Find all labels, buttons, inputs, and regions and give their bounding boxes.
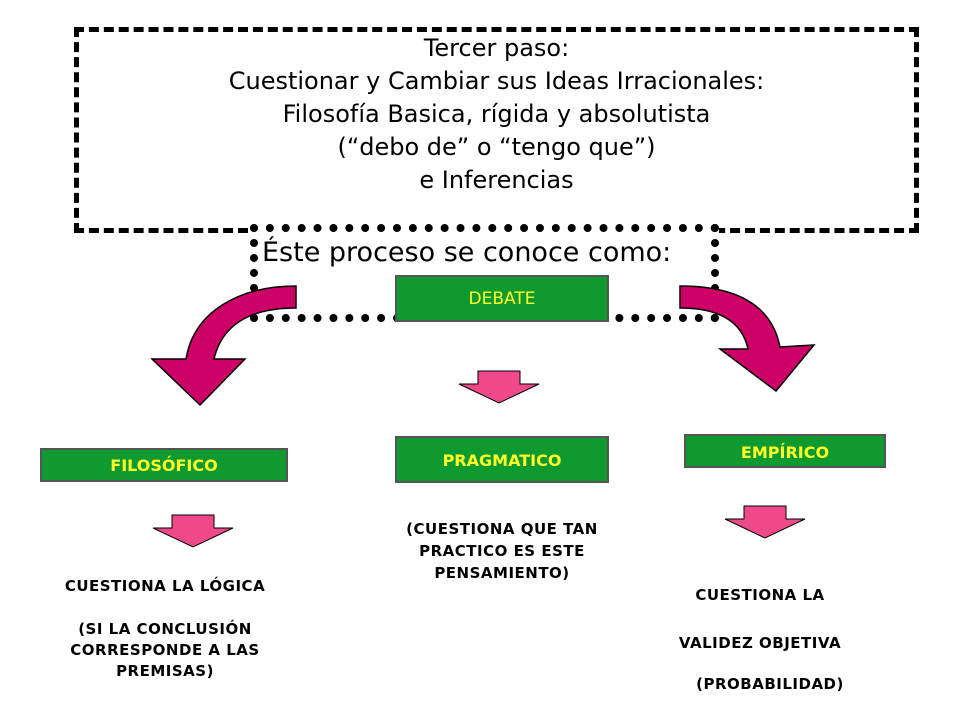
- filosofico-desc-line-1: CUESTIONA LA LÓGICA: [64, 577, 266, 595]
- header-text: Tercer paso: Cuestionar y Cambiar sus Id…: [74, 32, 919, 197]
- header-line-1: Tercer paso:: [423, 34, 570, 62]
- filosofico-desc-line-2: (SI LA CONCLUSIÓN: [78, 620, 252, 638]
- down-arrow-center: [458, 370, 540, 404]
- empirico-desc-line-3: (PROBABILIDAD): [696, 675, 844, 693]
- empirico-desc-line-1: CUESTIONA LA: [695, 586, 825, 604]
- pragmatico-desc-line-3: PENSAMIENTO): [434, 564, 570, 582]
- filosofico-description-detail: (SI LA CONCLUSIÓN CORRESPONDE A LAS PREM…: [30, 619, 300, 682]
- filosofico-desc-line-4: PREMISAS): [116, 662, 214, 680]
- empirico-desc-line-2: VALIDEZ OBJETIVA: [678, 634, 842, 652]
- header-line-3: Filosofía Basica, rígida y absolutista: [282, 100, 711, 128]
- pragmatico-desc-line-1: (CUESTIONA QUE TAN: [406, 520, 598, 538]
- pragmatico-box: PRAGMATICO: [395, 436, 609, 483]
- down-arrow-left: [152, 514, 234, 548]
- debate-box: DEBATE: [395, 275, 609, 322]
- filosofico-desc-line-3: CORRESPONDE A LAS: [70, 641, 260, 659]
- curved-arrow-right: [679, 285, 816, 393]
- header-line-5: e Inferencias: [419, 166, 574, 194]
- empirico-box: EMPÍRICO: [684, 434, 886, 468]
- down-arrow-right: [724, 505, 806, 539]
- pragmatico-description: (CUESTIONA QUE TAN PRACTICO ES ESTE PENS…: [372, 518, 632, 584]
- process-label: Éste proceso se conoce como:: [262, 237, 672, 268]
- filosofico-box: FILOSÓFICO: [40, 448, 288, 482]
- header-line-4: (“debo de” o “tengo que”): [337, 133, 656, 161]
- curved-arrow-left: [150, 285, 297, 407]
- pragmatico-desc-line-2: PRACTICO ES ESTE: [419, 542, 585, 560]
- header-line-2: Cuestionar y Cambiar sus Ideas Irraciona…: [228, 67, 765, 95]
